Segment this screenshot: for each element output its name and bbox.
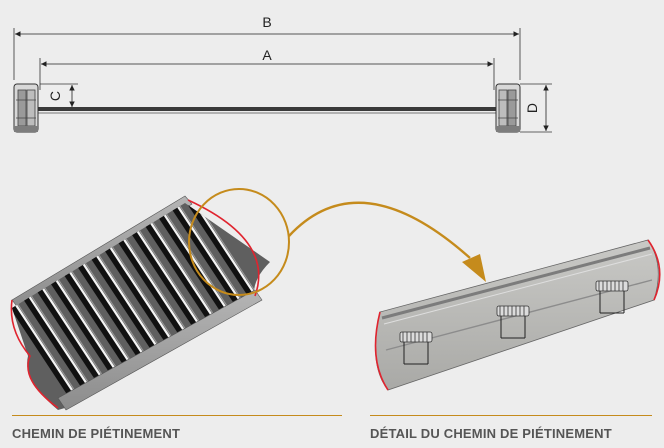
dimension-label-c: C — [47, 91, 63, 101]
walkway-detail-illustration — [374, 239, 661, 391]
detail-cut-edge-left — [374, 311, 389, 391]
caption-walkway: CHEMIN DE PIÉTINEMENT — [12, 426, 181, 441]
detail-clip-3 — [595, 280, 629, 314]
detail-callout-arrow — [288, 201, 486, 282]
grating-cut-edge-left — [10, 299, 59, 409]
dimension-label-d: D — [524, 103, 540, 113]
caption-rule-right — [370, 415, 652, 416]
detail-clip-1 — [399, 331, 433, 365]
dimension-label-a: A — [262, 47, 272, 63]
crossbar-top — [34, 107, 500, 111]
detail-cut-edge-right — [647, 239, 661, 301]
left-end-profile — [13, 83, 39, 133]
detail-ridge — [381, 246, 651, 320]
elevation-drawing: B A C D — [13, 14, 552, 133]
grating-cut-edge-right — [187, 199, 260, 297]
caption-walkway-detail: DÉTAIL DU CHEMIN DE PIÉTINEMENT — [370, 426, 612, 441]
grating-near-rail — [57, 289, 263, 411]
grating-slats — [12, 203, 270, 410]
right-end-profile — [495, 83, 521, 133]
caption-rule-left — [12, 415, 342, 416]
detail-clip-2 — [496, 305, 530, 339]
dimension-label-b: B — [262, 14, 271, 30]
detail-highlight-circle — [188, 188, 290, 296]
grating-walkway-illustration — [10, 188, 290, 411]
